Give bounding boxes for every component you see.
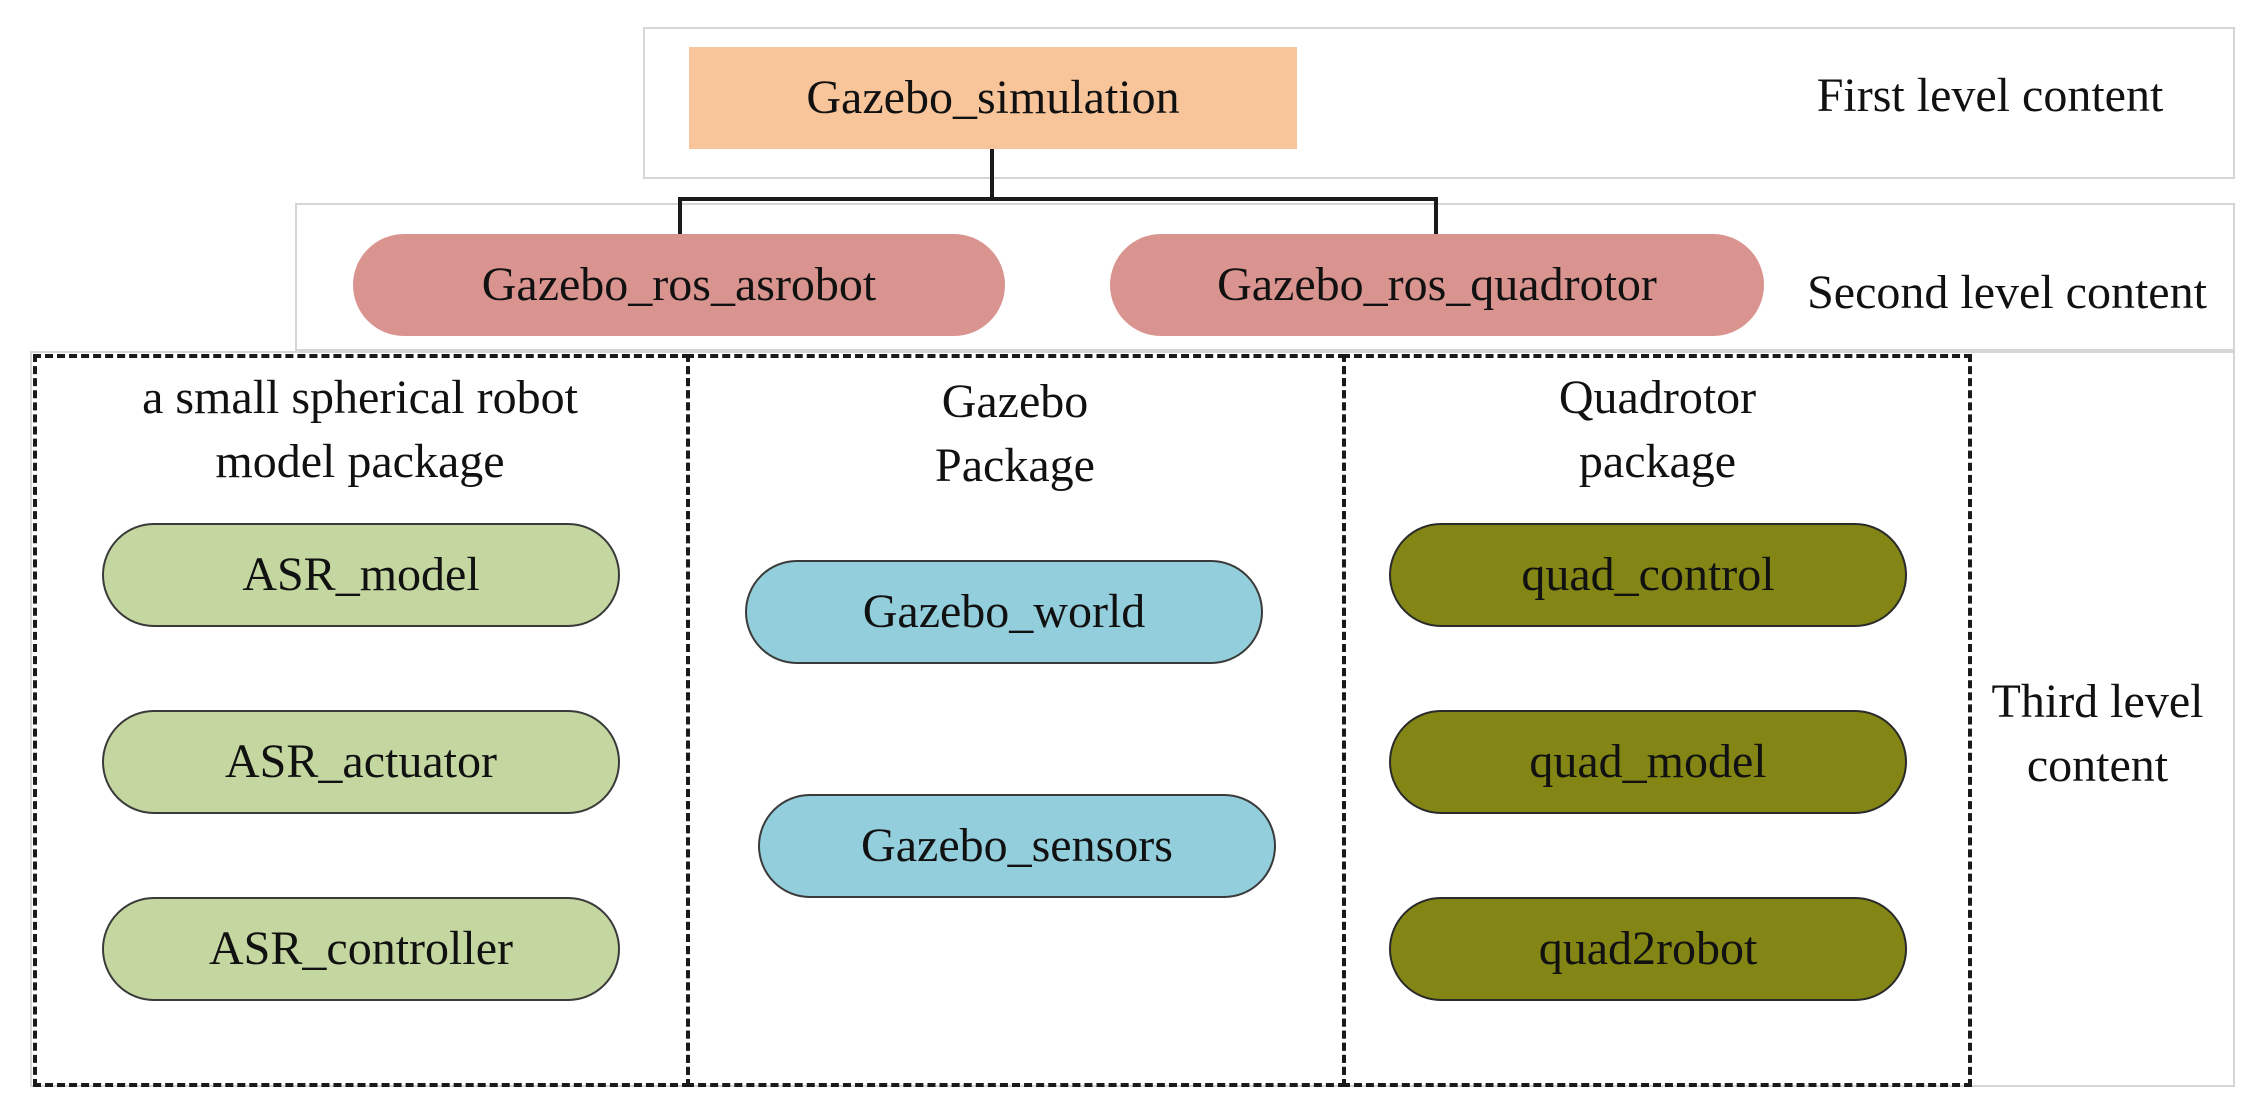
node-quad-control: quad_control bbox=[1389, 523, 1907, 627]
root-node-label: Gazebo_simulation bbox=[806, 71, 1180, 124]
second-node-gazebo-ros-asrobot: Gazebo_ros_asrobot bbox=[353, 234, 1005, 336]
package-title-quadrotor: Quadrotor package bbox=[1350, 366, 1965, 494]
node-label: quad2robot bbox=[1538, 922, 1758, 975]
second-node-gazebo-ros-quadrotor: Gazebo_ros_quadrotor bbox=[1110, 234, 1764, 336]
node-label: ASR_controller bbox=[209, 922, 513, 975]
third-level-label-line1: Third level bbox=[1991, 675, 2204, 728]
package-title-gazebo: Gazebo Package bbox=[700, 370, 1330, 498]
second-level-label: Second level content bbox=[1807, 266, 2207, 319]
node-asr-model: ASR_model bbox=[102, 523, 620, 627]
node-quad-model: quad_model bbox=[1389, 710, 1907, 814]
third-level-label: Third level content bbox=[1970, 670, 2225, 798]
first-level-label: First level content bbox=[1816, 69, 2164, 122]
node-label: Gazebo_world bbox=[862, 585, 1146, 638]
package-title-line1: Quadrotor bbox=[1558, 371, 1757, 424]
second-level-panel bbox=[295, 203, 2235, 351]
package-title-line2: Package bbox=[935, 439, 1095, 492]
second-node-label: Gazebo_ros_asrobot bbox=[481, 258, 877, 311]
package-title-asr: a small spherical robot model package bbox=[40, 366, 680, 494]
node-label: Gazebo_sensors bbox=[861, 819, 1173, 872]
root-node-gazebo-simulation: Gazebo_simulation bbox=[689, 47, 1297, 149]
package-box-quadrotor bbox=[1342, 354, 1972, 1087]
package-title-line2: package bbox=[1578, 435, 1737, 488]
third-level-label-line2: content bbox=[2026, 739, 2169, 792]
package-title-line1: Gazebo bbox=[941, 375, 1089, 428]
node-gazebo-world: Gazebo_world bbox=[745, 560, 1263, 664]
node-label: ASR_actuator bbox=[225, 735, 497, 788]
package-title-line2: model package bbox=[215, 435, 505, 488]
package-title-line1: a small spherical robot bbox=[142, 371, 578, 424]
node-asr-controller: ASR_controller bbox=[102, 897, 620, 1001]
node-gazebo-sensors: Gazebo_sensors bbox=[758, 794, 1276, 898]
node-label: ASR_model bbox=[242, 548, 480, 601]
node-asr-actuator: ASR_actuator bbox=[102, 710, 620, 814]
first-level-panel bbox=[643, 27, 2235, 179]
second-node-label: Gazebo_ros_quadrotor bbox=[1217, 258, 1657, 311]
node-quad2robot: quad2robot bbox=[1389, 897, 1907, 1001]
node-label: quad_model bbox=[1529, 735, 1767, 788]
node-label: quad_control bbox=[1521, 548, 1775, 601]
